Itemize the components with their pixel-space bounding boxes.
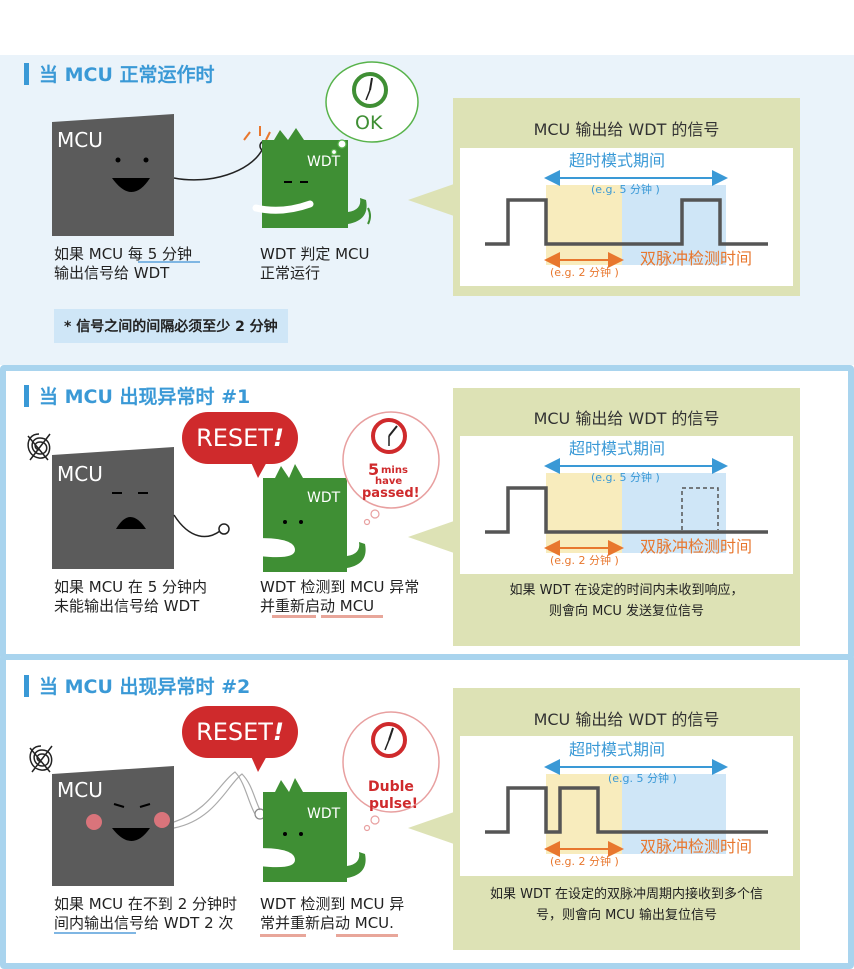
- window-example: (e.g. 2 分钟 ): [550, 855, 619, 868]
- section3-title: 当 MCU 出现异常时 #2: [24, 672, 250, 699]
- window-example: (e.g. 2 分钟 ): [550, 266, 619, 279]
- section2-title: 当 MCU 出现异常时 #1: [24, 382, 250, 409]
- underline: [260, 934, 306, 937]
- caption-wdt-line2: 常并重新启动 MCU.: [260, 914, 394, 932]
- signal-panel-normal: MCU 输出给 WDT 的信号 超时模式期间 (e.g. 5 分钟 ) 双脉冲检…: [453, 98, 800, 296]
- bubble-line2: pulse!: [369, 796, 418, 812]
- signal-panel-fail-2: MCU 输出给 WDT 的信号 超时模式期间 (e.g. 5 分钟 ) 双脉冲检…: [453, 688, 800, 950]
- title-bar: [24, 675, 29, 697]
- wdt-label: WDT: [307, 806, 341, 822]
- caption-wdt-line2: 并重新启动 MCU: [260, 597, 375, 615]
- bubble-line1: Duble: [368, 779, 414, 795]
- waveform-diagram: [485, 759, 768, 857]
- timeout-period-area: [622, 473, 726, 553]
- caption-mcu-line1: 如果 MCU 在 5 分钟内: [54, 578, 208, 596]
- scribble-icon: [29, 745, 53, 773]
- waveform-diagram: [485, 170, 768, 268]
- mcu-label: MCU: [57, 778, 103, 802]
- description-line2: 号，则會向 MCU 输出复位信号: [535, 908, 718, 923]
- reset-mark: !: [272, 424, 284, 452]
- reset-text: RESET: [196, 424, 273, 452]
- waveform-box: 超时模式期间 (e.g. 5 分钟 ) 双脉冲检测时间 (e.g. 2 分钟 ): [460, 148, 793, 286]
- timeout-example: (e.g. 5 分钟 ): [591, 471, 660, 484]
- bubble-mins: mins: [381, 465, 408, 476]
- ok-text: OK: [355, 112, 383, 134]
- section1-title-text: 当 MCU 正常运作时: [39, 64, 215, 86]
- detection-window-area: [546, 473, 622, 553]
- waveform-box: 超时模式期间 (e.g. 5 分钟 ) 双脉冲检测时间 (e.g. 2 分钟 ): [460, 436, 793, 574]
- title-bar: [24, 63, 29, 85]
- section2-title-text: 当 MCU 出现异常时 #1: [39, 386, 251, 408]
- detection-window-area: [546, 185, 622, 265]
- caption-wdt-line1: WDT 检测到 MCU 异常: [260, 578, 420, 596]
- mcu-character-double: [52, 766, 266, 886]
- panel-description: 如果 WDT 在设定的双脉冲周期内接收到多个信 号，则會向 MCU 输出复位信号: [453, 884, 800, 926]
- wdt-character-fail: [259, 464, 366, 572]
- caption-wdt-line1: WDT 检测到 MCU 异: [260, 895, 405, 913]
- reset-callout: RESET!: [182, 412, 298, 478]
- ok-thought-bubble: [325, 61, 419, 156]
- underline: [138, 261, 200, 263]
- panel-pointer: [408, 184, 454, 216]
- underline: [54, 932, 136, 934]
- missing-pulse: [681, 487, 719, 530]
- thought-bubble-double: [342, 711, 440, 832]
- bubble-number: 5: [368, 460, 380, 479]
- caption-mcu-line2: 未能输出信号给 WDT: [54, 597, 200, 615]
- timeout-example: (e.g. 5 分钟 ): [591, 183, 660, 196]
- timeout-label: 超时模式期间: [569, 151, 666, 170]
- caption-mcu-line2: 输出信号给 WDT: [54, 264, 170, 282]
- caption-mcu-line1: 如果 MCU 在不到 2 分钟时: [54, 895, 238, 913]
- section3-title-text: 当 MCU 出现异常时 #2: [39, 676, 251, 698]
- timeout-period-area: [622, 774, 726, 854]
- caption-mcu-line2: 间内输出信号给 WDT 2 次: [54, 914, 234, 932]
- signal-line: [485, 486, 768, 534]
- caption-wdt-line1: WDT 判定 MCU: [260, 245, 370, 263]
- window-label: 双脉冲检测时间: [640, 837, 753, 856]
- mcu-character-fail: [52, 447, 230, 569]
- bubble-passed: passed!: [362, 486, 420, 501]
- caption-wdt-line2: 正常运行: [260, 264, 321, 282]
- signal-line: [485, 198, 768, 246]
- thought-bubble-timeout: [342, 411, 440, 526]
- panel-title: MCU 输出给 WDT 的信号: [533, 710, 720, 729]
- description-line2: 则會向 MCU 发送复位信号: [548, 604, 705, 619]
- window-example: (e.g. 2 分钟 ): [550, 554, 619, 567]
- interval-note: * 信号之间的间隔必须至少 2 分钟: [54, 309, 288, 343]
- scribble-icon: [27, 433, 51, 461]
- panel-title: MCU 输出给 WDT 的信号: [533, 409, 720, 428]
- signal-line: [485, 786, 768, 834]
- mcu-label: MCU: [57, 128, 103, 152]
- underline: [272, 615, 316, 618]
- panel-pointer: [408, 812, 454, 844]
- timeout-example: (e.g. 5 分钟 ): [608, 772, 677, 785]
- panel-pointer: [408, 521, 454, 553]
- mcu-label: MCU: [57, 462, 103, 486]
- description-line1: 如果 WDT 在设定的时间内未收到响应，: [509, 583, 744, 598]
- wdt-character-double: [259, 778, 366, 882]
- panel-description: 如果 WDT 在设定的时间内未收到响应， 则會向 MCU 发送复位信号: [453, 580, 800, 622]
- reset-text: RESET: [196, 718, 273, 746]
- waveform-diagram: [485, 458, 768, 556]
- wdt-character-normal: [243, 126, 371, 228]
- detection-window-area: [546, 774, 622, 854]
- window-label: 双脉冲检测时间: [640, 537, 753, 556]
- wdt-label: WDT: [307, 490, 341, 506]
- wdt-label: WDT: [307, 154, 341, 170]
- title-bar: [24, 385, 29, 407]
- bubble-have: have: [375, 476, 403, 487]
- underline: [321, 615, 383, 618]
- signal-panel-fail-1: MCU 输出给 WDT 的信号 超时模式期间 (e.g. 5 分钟 ) 双脉冲检…: [453, 388, 800, 646]
- description-line1: 如果 WDT 在设定的双脉冲周期内接收到多个信: [489, 887, 764, 902]
- caption-mcu-line1: 如果 MCU 每 5 分钟: [54, 245, 193, 263]
- timeout-label: 超时模式期间: [569, 740, 666, 759]
- underline: [336, 934, 398, 937]
- reset-mark: !: [272, 718, 284, 746]
- waveform-box: 超时模式期间 (e.g. 5 分钟 ) 双脉冲检测时间 (e.g. 2 分钟 ): [460, 736, 793, 876]
- panel-title: MCU 输出给 WDT 的信号: [533, 120, 720, 139]
- reset-callout: RESET!: [182, 706, 298, 772]
- timeout-label: 超时模式期间: [569, 439, 666, 458]
- section1-title: 当 MCU 正常运作时: [24, 60, 215, 87]
- window-label: 双脉冲检测时间: [640, 249, 753, 268]
